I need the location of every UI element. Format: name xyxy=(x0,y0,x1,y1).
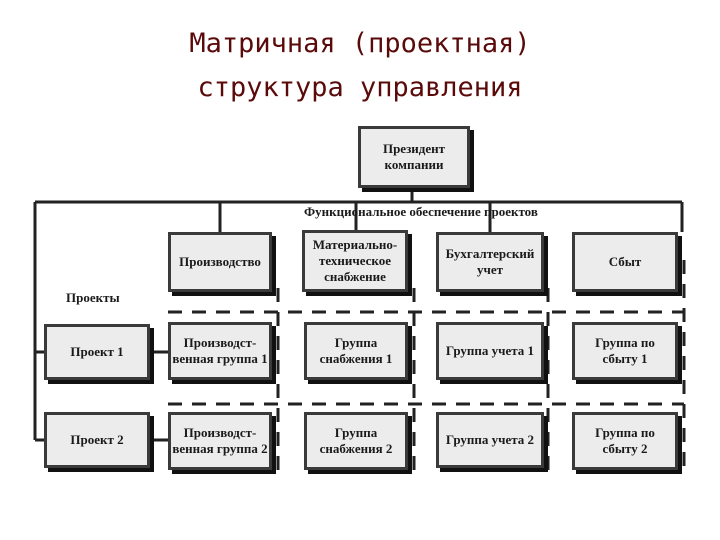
president-box: Президент компании xyxy=(358,126,470,188)
function-production: Производство xyxy=(168,232,272,292)
group-production-2: Производст- венная группа 2 xyxy=(168,412,272,470)
group-sales-2: Группа по сбыту 2 xyxy=(572,412,678,470)
title-line-2: структура управления xyxy=(197,72,523,103)
function-accounting: Бухгалтерский учет xyxy=(436,232,544,292)
project-2-box: Проект 2 xyxy=(44,412,150,468)
group-accounting-2: Группа учета 2 xyxy=(436,412,544,468)
functional-support-label: Функциональное обеспечение проектов xyxy=(304,204,538,219)
title-line-1: Матричная (проектная) xyxy=(189,28,531,59)
group-supply-2: Группа снабжения 2 xyxy=(304,412,408,470)
function-sales: Сбыт xyxy=(572,232,678,292)
project-1-box: Проект 1 xyxy=(44,324,150,380)
group-production-1: Производст- венная группа 1 xyxy=(168,322,272,380)
function-supply: Материально- техническое снабжение xyxy=(302,230,408,292)
projects-label: Проекты xyxy=(66,290,120,305)
group-accounting-1: Группа учета 1 xyxy=(436,322,544,380)
group-sales-1: Группа по сбыту 1 xyxy=(572,322,678,380)
group-supply-1: Группа снабжения 1 xyxy=(304,322,408,380)
